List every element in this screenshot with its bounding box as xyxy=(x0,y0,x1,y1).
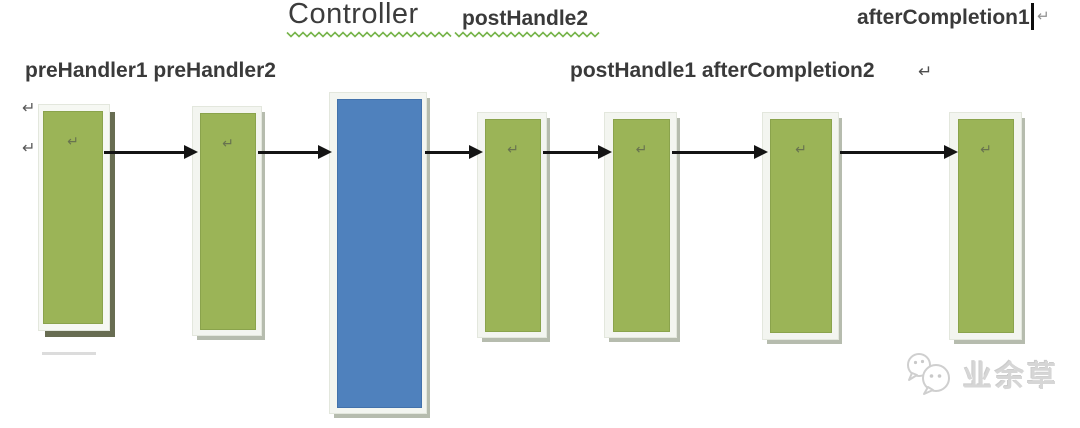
flow-arrow[interactable] xyxy=(543,145,612,159)
flow-arrow[interactable] xyxy=(672,145,768,159)
pilcrow-mark: ↵ xyxy=(67,133,79,149)
posthandlers-label: postHandle1 afterCompletion2 xyxy=(570,59,875,82)
aftercompletion1-heading: afterCompletion1 xyxy=(857,6,1030,29)
pilcrow-mark: ↵ xyxy=(795,141,807,157)
pilcrow-mark: ↵ xyxy=(918,62,933,81)
pilcrow-mark: ↵ xyxy=(22,140,36,157)
squiggle-underline xyxy=(286,31,452,38)
posthandle1-bar[interactable]: ↵ xyxy=(604,112,677,338)
pilcrow-mark: ↵ xyxy=(507,141,519,157)
text-cursor xyxy=(1031,3,1034,30)
aftercompletion1-bar-fill: ↵ xyxy=(958,119,1014,333)
posthandle2-bar-fill: ↵ xyxy=(485,119,541,332)
watermark-text: 业余草 xyxy=(963,361,1060,393)
posthandle2-heading: postHandle2 xyxy=(462,7,589,30)
controller-bar-fill xyxy=(337,99,422,408)
flow-arrow[interactable] xyxy=(104,145,198,159)
controller-bar[interactable] xyxy=(329,92,427,414)
flow-arrow[interactable] xyxy=(840,145,958,159)
flow-arrow[interactable] xyxy=(258,145,332,159)
pilcrow-mark: ↵ xyxy=(22,100,36,117)
prehandlers-label: preHandler1 preHandler2 xyxy=(25,59,276,82)
aftercompletion2-bar-fill: ↵ xyxy=(770,119,832,333)
prehandler1-bar-fill: ↵ xyxy=(43,111,103,324)
pilcrow-mark: ↵ xyxy=(222,135,234,151)
shadow-artifact xyxy=(42,352,96,355)
watermark: 业余草 xyxy=(903,350,1059,398)
prehandler2-bar[interactable]: ↵ xyxy=(192,106,262,336)
prehandler1-bar[interactable]: ↵ xyxy=(38,104,110,331)
wechat-bubbles-icon xyxy=(907,353,950,395)
posthandle2-bar[interactable]: ↵ xyxy=(477,112,547,338)
controller-heading: Controller xyxy=(288,0,419,30)
pilcrow-mark: ↵ xyxy=(980,141,992,157)
flow-arrow[interactable] xyxy=(425,145,483,159)
pilcrow-mark: ↵ xyxy=(1037,8,1050,25)
prehandler2-bar-fill: ↵ xyxy=(200,113,256,330)
squiggle-underline xyxy=(454,31,600,38)
posthandle1-bar-fill: ↵ xyxy=(613,119,670,332)
aftercompletion1-bar[interactable]: ↵ xyxy=(949,112,1022,340)
aftercompletion2-bar[interactable]: ↵ xyxy=(762,112,839,340)
pilcrow-mark: ↵ xyxy=(635,141,648,157)
